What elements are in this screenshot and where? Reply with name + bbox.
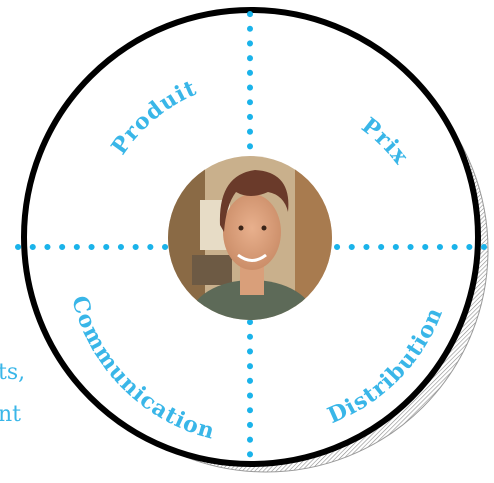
partial-text-line-1: ts, [0,360,26,385]
partial-text-line-2: nt [0,402,22,427]
dotted-dividers [15,11,487,464]
